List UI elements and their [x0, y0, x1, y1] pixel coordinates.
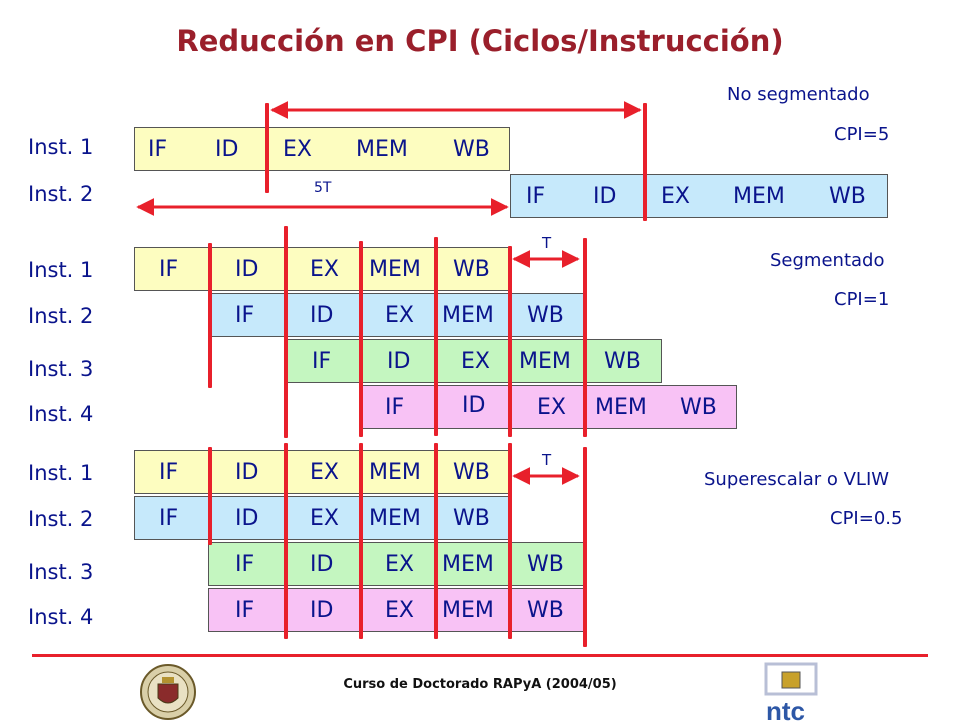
stage-wb: WB — [527, 552, 564, 577]
stage-wb: WB — [680, 395, 717, 420]
inst-3-stages: IF ID EX MEM WB — [208, 542, 586, 586]
stage-if: IF — [235, 552, 255, 577]
cycle-marker — [583, 238, 587, 437]
stage-id: ID — [387, 349, 411, 374]
stage-if: IF — [235, 598, 255, 623]
stage-mem: MEM — [733, 184, 785, 209]
inst-4-stages: IF ID EX MEM WB — [208, 588, 586, 632]
stage-id: ID — [462, 393, 486, 418]
stage-ex: EX — [385, 303, 414, 328]
cycle-marker — [359, 443, 363, 639]
inst-1-stages: IF ID EX MEM WB — [134, 450, 510, 494]
pipelined-cpi: CPI=1 — [834, 289, 890, 310]
stage-wb: WB — [453, 137, 490, 162]
stage-id: ID — [310, 552, 334, 577]
stage-if: IF — [148, 137, 168, 162]
cycle-label: T — [542, 234, 552, 252]
inst-3-stages: IF ID EX MEM WB — [285, 339, 662, 383]
stage-mem: MEM — [369, 257, 421, 282]
stage-ex: EX — [461, 349, 490, 374]
stage-wb: WB — [453, 506, 490, 531]
stage-id: ID — [593, 184, 617, 209]
inst-4-label: Inst. 4 — [28, 402, 94, 426]
inst-2-label: Inst. 2 — [28, 182, 94, 206]
page-title: Reducción en CPI (Ciclos/Instrucción) — [176, 24, 784, 58]
cycle-marker — [284, 226, 288, 438]
inst-3-label: Inst. 3 — [28, 560, 94, 584]
stage-ex: EX — [385, 598, 414, 623]
stage-ex: EX — [283, 137, 312, 162]
stage-if: IF — [159, 257, 179, 282]
stage-id: ID — [235, 257, 259, 282]
stage-if: IF — [385, 395, 405, 420]
stage-mem: MEM — [369, 506, 421, 531]
footer-divider — [32, 654, 928, 657]
inst-2-label: Inst. 2 — [28, 304, 94, 328]
stage-wb: WB — [453, 460, 490, 485]
stage-if: IF — [235, 303, 255, 328]
stage-wb: WB — [453, 257, 490, 282]
stage-if: IF — [159, 460, 179, 485]
stage-if: IF — [159, 506, 179, 531]
footer-text: Curso de Doctorado RAPyA (2004/05) — [343, 677, 617, 692]
stage-mem: MEM — [442, 598, 494, 623]
cycle-marker — [508, 443, 512, 639]
superscalar-label: Superescalar o VLIW — [704, 469, 890, 490]
cycle-marker — [643, 103, 647, 221]
inst-3-label: Inst. 3 — [28, 357, 94, 381]
stage-mem: MEM — [442, 303, 494, 328]
superscalar-cpi: CPI=0.5 — [830, 508, 903, 529]
inst-1-stages: IF ID EX MEM WB — [134, 127, 510, 171]
stage-wb: WB — [604, 349, 641, 374]
inst-1-label: Inst. 1 — [28, 135, 94, 159]
stage-id: ID — [235, 506, 259, 531]
stage-mem: MEM — [519, 349, 571, 374]
stage-id: ID — [310, 303, 334, 328]
cycle-label: T — [542, 451, 552, 469]
stage-id: ID — [235, 460, 259, 485]
stage-if: IF — [312, 349, 332, 374]
pipelined-label: Segmentado — [770, 250, 885, 271]
cycle-marker — [359, 241, 363, 437]
inst-2-stages: IF ID EX MEM WB — [510, 174, 888, 218]
cycle-marker — [434, 237, 438, 436]
inst-2-label: Inst. 2 — [28, 507, 94, 531]
inst-1-stages: IF ID EX MEM WB — [134, 247, 510, 291]
cycle-marker — [583, 447, 587, 647]
university-seal-icon — [140, 664, 196, 720]
cycle-marker — [208, 447, 212, 545]
stage-if: IF — [526, 184, 546, 209]
non-pipelined-label: No segmentado — [727, 84, 870, 105]
inst-1-label: Inst. 1 — [28, 258, 94, 282]
span-label: 5T — [314, 180, 332, 196]
cycle-marker — [508, 246, 512, 437]
ntc-logo-icon: ntc — [764, 662, 818, 722]
inst-1-label: Inst. 1 — [28, 461, 94, 485]
inst-4-label: Inst. 4 — [28, 605, 94, 629]
stage-mem: MEM — [356, 137, 408, 162]
inst-4-stages: IF ID EX MEM WB — [361, 385, 737, 429]
cycle-marker — [284, 443, 288, 639]
stage-ex: EX — [310, 257, 339, 282]
cycle-marker — [265, 103, 269, 193]
stage-ex: EX — [385, 552, 414, 577]
stage-ex: EX — [661, 184, 690, 209]
stage-mem: MEM — [369, 460, 421, 485]
stage-ex: EX — [310, 506, 339, 531]
stage-mem: MEM — [442, 552, 494, 577]
stage-wb: WB — [829, 184, 866, 209]
cycle-marker — [434, 443, 438, 639]
non-pipelined-cpi: CPI=5 — [834, 124, 890, 145]
svg-text:ntc: ntc — [766, 696, 805, 722]
stage-ex: EX — [310, 460, 339, 485]
inst-2-stages: IF ID EX MEM WB — [134, 496, 510, 540]
stage-wb: WB — [527, 598, 564, 623]
stage-wb: WB — [527, 303, 564, 328]
cycle-marker — [208, 243, 212, 388]
stage-id: ID — [310, 598, 334, 623]
stage-id: ID — [215, 137, 239, 162]
stage-mem: MEM — [595, 395, 647, 420]
stage-ex: EX — [537, 395, 566, 420]
